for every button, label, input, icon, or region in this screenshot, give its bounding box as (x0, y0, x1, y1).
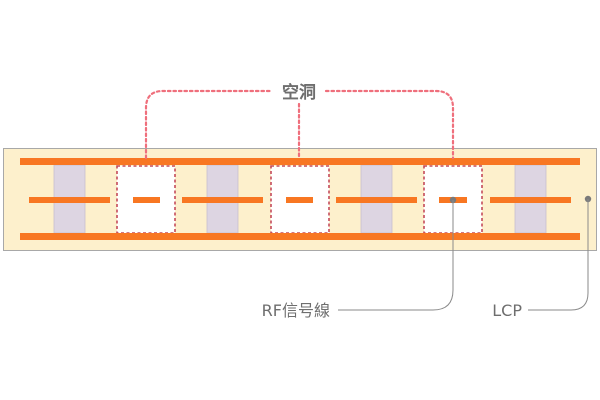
signal-segment (29, 197, 110, 203)
signal-segment (133, 197, 160, 203)
rf-leader-line (338, 200, 454, 311)
bottom-ground-plane (20, 233, 580, 240)
signal-segment (182, 197, 263, 203)
rf-signal-line-label: RF信号線 (262, 301, 330, 320)
lcp-leader-line (528, 199, 589, 311)
bracket-left (144, 89, 274, 160)
rf-leader (338, 196, 457, 311)
top-ground-plane (20, 158, 580, 165)
signal-segment (286, 197, 313, 203)
bracket-right (324, 89, 455, 160)
lcp-label: LCP (492, 301, 522, 320)
signal-segment (490, 197, 571, 203)
cavity-bracket (144, 89, 455, 160)
cavity-label: 空洞 (282, 82, 316, 103)
lcp-leader (528, 195, 592, 311)
signal-segment (336, 197, 417, 203)
